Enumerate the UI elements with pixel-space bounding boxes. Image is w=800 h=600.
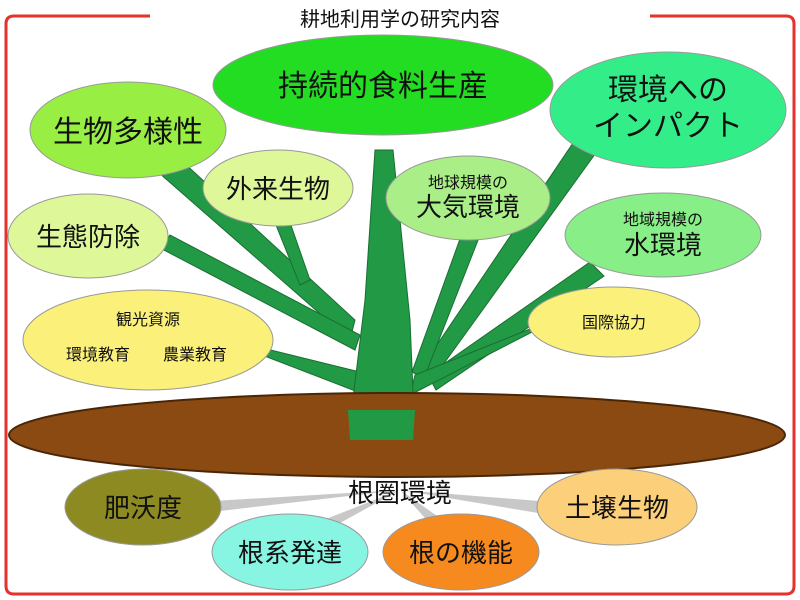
bubble-invasive-species: 外来生物 [202, 149, 354, 227]
bubble-label-line1: 地域規模の [623, 210, 703, 229]
bubble-label: 外来生物 [226, 175, 330, 205]
root-environment-label: 根圏環境 [348, 479, 452, 509]
bubble-label-line2a: 環境教育 [66, 345, 130, 364]
bubble-label-line2: 大気環境 [416, 193, 520, 223]
tree-trunk-and-branches [149, 139, 605, 441]
frame-border [4, 14, 796, 596]
bubble-label-line1: 地球規模の [428, 173, 508, 192]
bubble-biodiversity: 生物多様性 [29, 81, 227, 179]
bubble-label-line1: 環境への [608, 73, 728, 108]
bubble-label-line2b: 農業教育 [163, 345, 227, 364]
bubble-label: 生態防除 [36, 223, 140, 253]
bubble-root-function: 根の機能 [382, 513, 540, 591]
trunk-base [348, 410, 415, 440]
branch-ecological [159, 234, 361, 351]
bubble-tourism-education: 観光資源 環境教育 農業教育 [22, 289, 274, 391]
bubble-label: 根系発達 [238, 539, 342, 569]
bubble-label: 根の機能 [409, 539, 513, 569]
bubble-ecological-control: 生態防除 [7, 193, 169, 279]
bubble-label-line2: 水環境 [624, 231, 702, 261]
bubble-environmental-impact: 環境への インパクト [549, 51, 787, 169]
bubble-root-development: 根系発達 [211, 513, 369, 591]
bubble-label: 持続的食料生産 [278, 69, 488, 104]
bubble-global-atmosphere: 地球規模の 大気環境 [385, 155, 551, 241]
bubble-fertility: 肥沃度 [64, 468, 222, 546]
bubble-international: 国際協力 [527, 286, 701, 358]
bubble-label-line1: 観光資源 [116, 310, 180, 329]
bubble-sustainable-food: 持続的食料生産 [212, 34, 554, 136]
bubble-label: 土壌生物 [565, 494, 669, 524]
bubble-label: 生物多様性 [53, 115, 203, 150]
bubble-regional-water: 地域規模の 水環境 [564, 192, 762, 278]
bubble-label: 国際協力 [582, 313, 646, 332]
bubble-label: 肥沃度 [104, 494, 182, 524]
bubble-soil-organisms: 土壌生物 [536, 468, 698, 546]
diagram-title: 耕地利用学の研究内容 [300, 7, 500, 31]
bubble-label-line2: インパクト [593, 109, 743, 144]
